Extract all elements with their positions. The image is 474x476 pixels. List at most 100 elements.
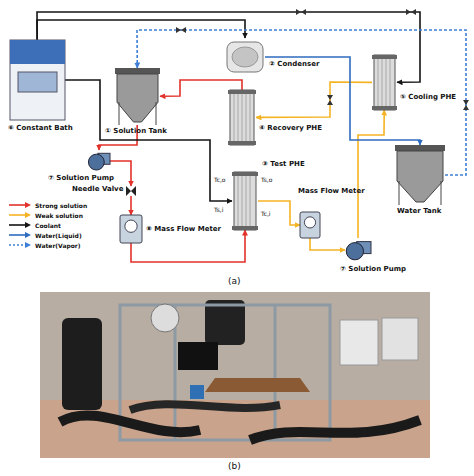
photo-panel <box>340 320 378 365</box>
component-node: ⑦ Solution Pump <box>345 238 371 262</box>
photo-panel <box>382 318 418 360</box>
photo-tank-left <box>62 318 102 410</box>
tank-body <box>117 74 158 122</box>
component-label: ⑥ Constant Bath <box>8 124 73 132</box>
legend-text: Coolant <box>35 222 61 229</box>
temperature-label: Tc,o <box>214 176 226 183</box>
component-node: Needle Valve <box>126 186 136 196</box>
end-plate <box>228 90 256 94</box>
component-label: ③ Test PHE <box>262 160 305 168</box>
plate-line <box>378 59 379 106</box>
heat-exchanger-body <box>234 172 256 230</box>
condenser-body <box>227 42 263 72</box>
component-shape <box>10 40 65 120</box>
component-label: ⑦ Solution Pump <box>48 174 114 182</box>
legend-item: Coolant <box>8 220 87 230</box>
photo-insulated-pipe <box>130 404 280 410</box>
component-node: Water Tank <box>395 145 445 205</box>
plate-line <box>242 176 243 226</box>
component-node: ③ Test PHE <box>232 172 258 230</box>
valve-symbol <box>176 27 186 33</box>
plate-line <box>382 59 383 106</box>
component-shape <box>88 150 110 172</box>
component-node: ④ Recovery PHE <box>228 90 256 145</box>
legend-text: Strong solution <box>35 202 87 209</box>
component-node: Mass Flow Meter <box>300 212 320 238</box>
component-shape <box>345 238 371 262</box>
legend-swatch <box>8 221 32 229</box>
end-plate <box>372 106 397 110</box>
legend-line <box>9 234 26 236</box>
meter-dial <box>304 217 315 228</box>
flow-line <box>310 238 345 250</box>
heat-exchanger-body <box>374 55 395 110</box>
photo-frame-post <box>274 305 277 440</box>
plate-line <box>250 176 251 226</box>
component-node: ⑧ Mass Flow Meter <box>120 215 142 243</box>
tank-lid <box>395 145 445 151</box>
legend-text: Water(Vapor) <box>35 242 81 249</box>
legend-line <box>9 224 26 226</box>
legend-arrow <box>25 212 31 218</box>
legend-text: Water(Liquid) <box>35 232 82 239</box>
plate-line <box>390 59 391 106</box>
temperature-label: Tc,i <box>261 210 271 217</box>
valve-symbol <box>406 9 416 15</box>
component-shape <box>225 38 265 76</box>
tank-leg <box>399 181 400 205</box>
flow-line <box>258 201 300 225</box>
component-shape <box>232 172 258 230</box>
component-label: ② Condenser <box>269 60 319 68</box>
legend-arrow <box>25 232 31 238</box>
bath-body <box>10 40 65 120</box>
component-label: ⑧ Mass Flow Meter <box>146 225 221 233</box>
component-label: Needle Valve <box>72 185 123 193</box>
photo-table <box>205 378 310 392</box>
tank-leg <box>156 102 157 125</box>
end-plate <box>228 141 256 145</box>
component-shape <box>395 145 445 205</box>
legend-swatch <box>8 201 32 209</box>
valve-symbol <box>296 9 306 15</box>
photo-insulated-pipe <box>60 416 200 433</box>
component-label: ④ Recovery PHE <box>259 124 322 132</box>
plate-line <box>238 94 239 141</box>
temperature-label: Ts,o <box>261 176 272 183</box>
legend-arrow <box>25 222 31 228</box>
photo-tank-right <box>205 300 245 345</box>
legend-item: Water(Vapor) <box>8 240 87 250</box>
photo-pump <box>190 385 204 399</box>
valve-symbol <box>463 100 469 110</box>
legend-swatch <box>8 241 32 249</box>
pump-head <box>88 154 104 170</box>
panel-label: (a) <box>228 276 241 286</box>
valve-symbol <box>327 95 333 105</box>
photo-insulated-pipe <box>250 420 420 440</box>
component-node: ⑦ Solution Pump <box>88 150 110 172</box>
component-shape <box>228 90 256 145</box>
component-label: Mass Flow Meter <box>298 187 365 195</box>
component-shape <box>126 186 136 196</box>
photo-condenser <box>151 304 179 332</box>
legend-swatch <box>8 231 32 239</box>
component-label: Water Tank <box>397 207 441 215</box>
meter-body <box>120 215 142 243</box>
bath-panel <box>10 40 65 64</box>
pump-head <box>346 243 363 260</box>
legend-arrow <box>25 202 31 208</box>
legend-item: Strong solution <box>8 200 87 210</box>
flow-line <box>131 230 245 262</box>
meter-dial <box>125 220 137 232</box>
legend-item: Water(Liquid) <box>8 230 87 240</box>
legend-arrow <box>25 242 31 248</box>
plate-line <box>234 94 235 141</box>
component-shape <box>372 55 397 110</box>
end-plate <box>372 55 397 59</box>
component-label: ① Solution Tank <box>105 127 167 135</box>
tank-body <box>397 151 443 202</box>
meter-body <box>300 212 320 238</box>
component-node: ② Condenser <box>225 38 265 76</box>
bath-screen <box>18 72 57 92</box>
plate-line <box>246 94 247 141</box>
